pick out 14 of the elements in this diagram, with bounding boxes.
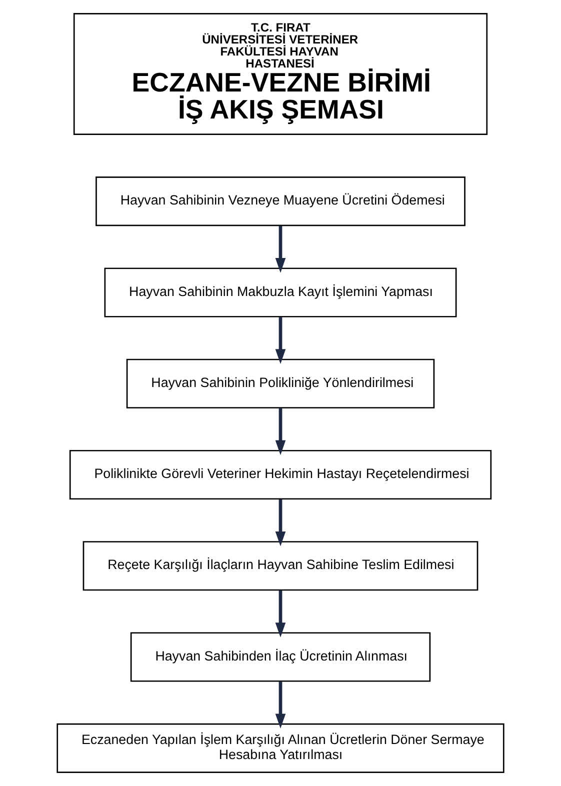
node-box: Eczaneden Yapılan İşlem Karşılığı Alınan Ücretlerin Döner Sermaye Hesabına Yatırılması	[56, 723, 504, 773]
node-box: Hayvan Sahibinin Polikliniğe Yönlendirilmesi	[126, 358, 435, 408]
arrow	[275, 682, 286, 728]
arrow	[275, 499, 286, 546]
arrow	[275, 590, 286, 638]
node-box: Hayvan Sahibinin Vezneye Muayene Ücretini Ödemesi	[96, 176, 466, 226]
arrow	[275, 408, 286, 456]
arrow	[275, 226, 286, 273]
node-box: Hayvan Sahibinden İlaç Ücretinin Alınması	[130, 632, 431, 682]
arrow	[275, 317, 286, 364]
node-box: Hayvan Sahibinin Makbuzla Kayıt İşlemini Yapması	[104, 268, 457, 318]
node-box: Reçete Karşılığı İlaçların Hayvan Sahibine Teslim Edilmesi	[82, 541, 478, 591]
node-box: Poliklinikte Görevli Veteriner Hekimin Hastayı Reçetelendirmesi	[69, 450, 492, 500]
node-box: T.C. FIRAT ÜNİVERSİTESİ VETERİNER FAKÜLTESİ HAYVAN HASTANESİ ECZANE-VEZNE BİRİMİ İŞ AKIŞ ŞEMASI	[73, 13, 488, 136]
